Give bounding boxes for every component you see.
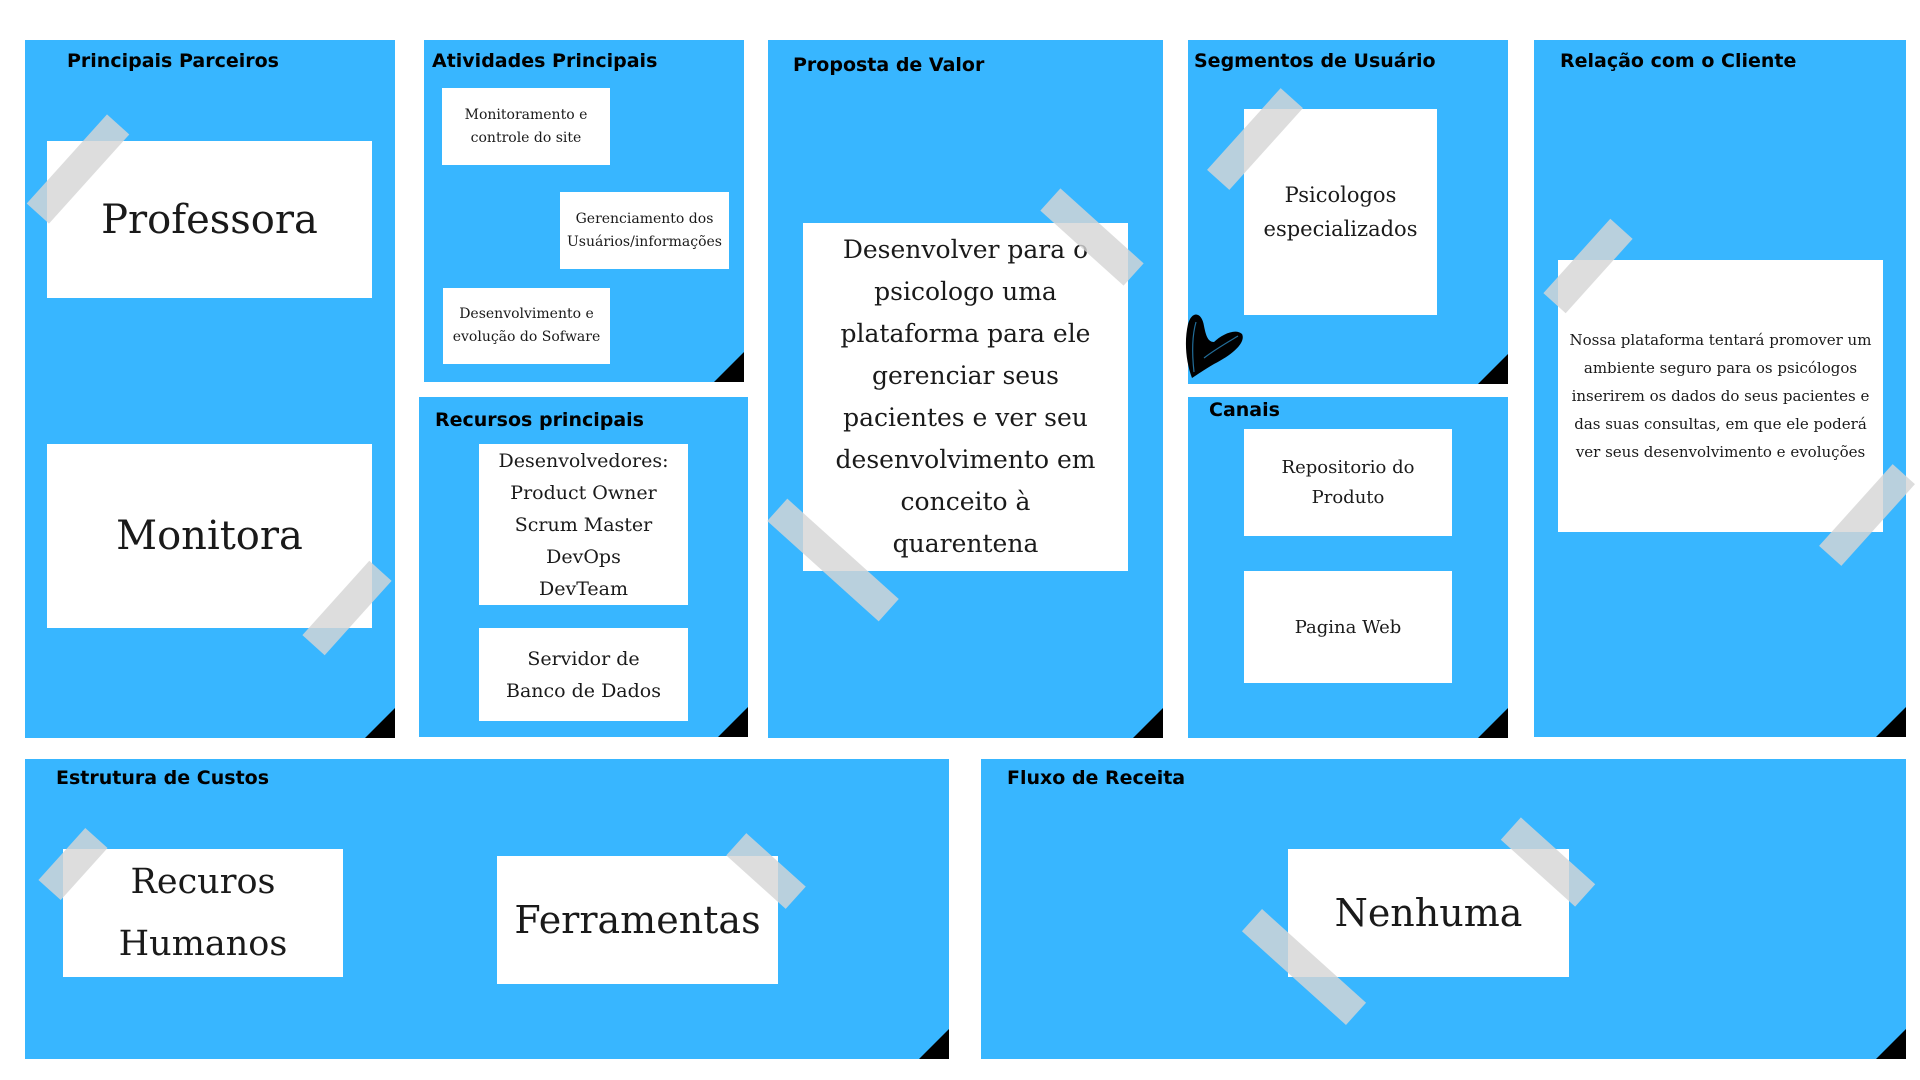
panel-canais: Canais Repositorio do Produto Pagina Web [1188,397,1508,738]
note-nenhuma: Nenhuma [1288,849,1569,977]
note-proposta: Desenvolver para o psicologo uma platafo… [803,223,1128,571]
note-repositorio: Repositorio do Produto [1244,429,1452,536]
panel-title: Estrutura de Custos [56,767,270,789]
note-desenvolvedores: Desenvolvedores: Product Owner Scrum Mas… [479,444,688,605]
panel-title: Relação com o Cliente [1560,50,1797,72]
note-monitora: Monitora [47,444,372,628]
panel-recursos-principais: Recursos principais Desenvolvedores: Pro… [419,397,748,737]
panel-title: Proposta de Valor [793,54,985,76]
panel-estrutura-de-custos: Estrutura de Custos Recuros Humanos Ferr… [25,759,949,1059]
corner-fold [1478,354,1508,384]
note-monitoramento: Monitoramento e controle do site [442,88,610,165]
panel-title: Recursos principais [435,409,644,431]
note-servidor: Servidor de Banco de Dados [479,628,688,721]
corner-fold [1876,707,1906,737]
corner-fold [919,1029,949,1059]
note-gerenciamento: Gerenciamento dos Usuários/informações [560,192,729,269]
panel-relacao-com-o-cliente: Relação com o Cliente Nossa plataforma t… [1534,40,1906,737]
corner-fold [1133,708,1163,738]
corner-fold [714,352,744,382]
panel-segmentos-de-usuario: Segmentos de Usuário Psicologos especial… [1188,40,1508,384]
panel-title: Atividades Principais [432,50,658,72]
note-relacao: Nossa plataforma tentará promover um amb… [1558,260,1883,532]
note-psicologos: Psicologos especializados [1244,109,1437,315]
note-ferramentas: Ferramentas [497,856,778,984]
corner-fold [1478,708,1508,738]
panel-title: Segmentos de Usuário [1194,50,1436,72]
panel-fluxo-de-receita: Fluxo de Receita Nenhuma [981,759,1906,1059]
panel-proposta-de-valor: Proposta de Valor Desenvolver para o psi… [768,40,1163,738]
panel-title: Fluxo de Receita [1007,767,1186,789]
note-professora: Professora [47,141,372,298]
corner-fold [1876,1029,1906,1059]
note-pagina-web: Pagina Web [1244,571,1452,683]
heart-icon [1184,302,1244,382]
panel-atividades-principais: Atividades Principais Monitoramento e co… [424,40,744,382]
panel-title: Principais Parceiros [67,50,279,72]
note-recursos-humanos: Recuros Humanos [63,849,343,977]
panel-principais-parceiros: Principais Parceiros Professora Monitora [25,40,395,738]
corner-fold [365,708,395,738]
note-desenvolvimento: Desenvolvimento e evolução do Sofware [443,288,610,364]
corner-fold [718,707,748,737]
panel-title: Canais [1209,399,1280,421]
